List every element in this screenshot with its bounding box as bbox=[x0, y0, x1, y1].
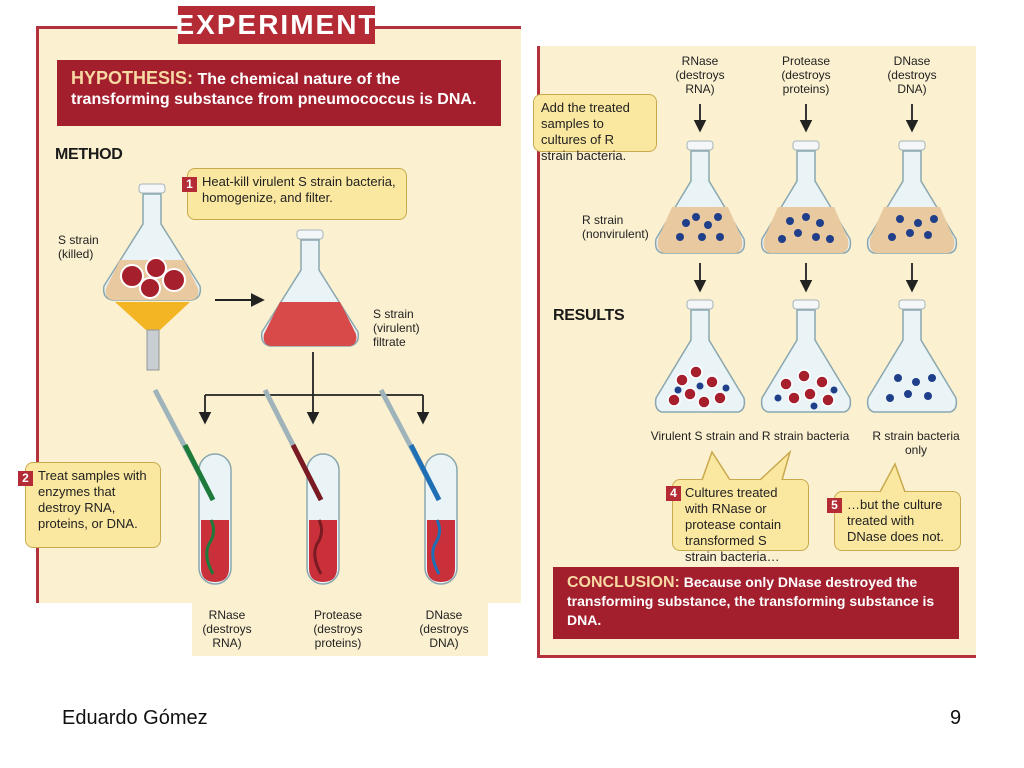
test-tube-protease bbox=[262, 388, 340, 585]
step-5-number: 5 bbox=[827, 498, 842, 513]
hypothesis-box: HYPOTHESIS: The chemical nature of the t… bbox=[57, 60, 501, 126]
step-1-callout: 1 Heat-kill virulent S strain bacteria, … bbox=[182, 168, 407, 220]
tube-label-rnase-line2: (destroys bbox=[202, 622, 252, 636]
step-1-text: Heat-kill virulent S strain bacteria, ho… bbox=[202, 174, 396, 205]
flask-label-rnase-line3: RNA) bbox=[685, 82, 715, 96]
method-heading: METHOD bbox=[55, 146, 123, 163]
filtrate-label-3: filtrate bbox=[373, 335, 406, 349]
filtrate-label-2: (virulent) bbox=[373, 321, 420, 335]
step-4-callout: 4 Cultures treated with RNase or proteas… bbox=[666, 479, 809, 564]
footer-page-number: 9 bbox=[950, 707, 962, 729]
step-5-text: …but the culture treated with DNase does… bbox=[847, 497, 944, 544]
result-flask-protease bbox=[760, 299, 852, 413]
s-strain-killed-label-1: S strain bbox=[58, 233, 99, 247]
step-1-number: 1 bbox=[182, 177, 197, 192]
step-3-callout: Add the treated samples to cultures of R… bbox=[533, 94, 657, 163]
s-strain-filtrate-label: S strain (virulent) filtrate bbox=[373, 307, 420, 349]
method-panel-lower bbox=[192, 598, 488, 656]
step-5-callout: 5 …but the culture treated with DNase do… bbox=[827, 491, 961, 551]
enzyme-arrows bbox=[693, 104, 919, 293]
flask-label-rnase-line2: (destroys bbox=[675, 68, 725, 82]
step-4-number: 4 bbox=[666, 486, 681, 501]
flask-label-dnase-line2: (destroys bbox=[887, 68, 937, 82]
r-strain-label: R strain (nonvirulent) bbox=[582, 213, 649, 241]
filtrate-label-1: S strain bbox=[373, 307, 414, 321]
hypothesis-lead: HYPOTHESIS: bbox=[71, 68, 194, 88]
flask-label-protease-name: Protease bbox=[781, 54, 831, 68]
r-culture-flask-dnase bbox=[866, 140, 958, 254]
footer-author: Eduardo Gómez bbox=[62, 707, 208, 729]
step-5-pointer bbox=[879, 462, 906, 493]
s-strain-killed-flask bbox=[102, 183, 202, 301]
tube-label-dnase: DNase (destroys DNA) bbox=[412, 608, 476, 650]
conclusion-lead: CONCLUSION: bbox=[567, 574, 680, 591]
step-2-number: 2 bbox=[18, 471, 33, 486]
flask-label-dnase-name: DNase bbox=[893, 54, 931, 68]
test-tube-rnase bbox=[152, 388, 232, 585]
s-strain-killed-label: S strain (killed) bbox=[58, 233, 99, 261]
r-strain-label-1: R strain bbox=[582, 213, 624, 227]
tube-label-protease: Protease (destroys proteins) bbox=[302, 608, 374, 650]
conclusion-box: CONCLUSION: Because only DNase destroyed… bbox=[553, 567, 959, 639]
tube-label-protease-name: Protease bbox=[313, 608, 363, 622]
flask-label-rnase: RNase (destroys RNA) bbox=[668, 54, 732, 96]
tube-label-protease-line3: proteins) bbox=[314, 636, 362, 650]
r-culture-flask-protease bbox=[760, 140, 852, 254]
s-strain-filtrate-flask bbox=[260, 229, 360, 347]
tube-label-protease-line2: (destroys bbox=[313, 622, 363, 636]
experiment-title: EXPERIMENT bbox=[175, 6, 376, 44]
distribution-arrows bbox=[198, 352, 430, 425]
tube-label-rnase-name: RNase bbox=[208, 608, 246, 622]
result-right-label-1: R strain bacteria bbox=[872, 429, 960, 443]
flask-label-protease-line2: (destroys bbox=[781, 68, 831, 82]
tube-label-dnase-line3: DNA) bbox=[429, 636, 459, 650]
r-culture-flask-rnase bbox=[654, 140, 746, 254]
result-right-label: R strain bacteria only bbox=[866, 429, 966, 457]
filter-stem bbox=[146, 329, 160, 371]
tube-label-dnase-name: DNase bbox=[425, 608, 463, 622]
flask-label-protease-line3: proteins) bbox=[782, 82, 830, 96]
tube-label-rnase-line3: RNA) bbox=[212, 636, 242, 650]
result-right-label-2: only bbox=[904, 443, 927, 457]
test-tube-dnase bbox=[378, 388, 458, 585]
results-heading: RESULTS bbox=[553, 307, 625, 324]
result-flask-rnase bbox=[654, 299, 746, 413]
flask-label-dnase-line3: DNA) bbox=[897, 82, 927, 96]
s-strain-killed-label-2: (killed) bbox=[58, 247, 94, 261]
flask-label-rnase-name: RNase bbox=[681, 54, 719, 68]
step-4-pointer bbox=[701, 449, 792, 481]
tube-label-dnase-line2: (destroys bbox=[419, 622, 469, 636]
tube-label-rnase: RNase (destroys RNA) bbox=[195, 608, 259, 650]
result-flask-dnase bbox=[866, 299, 958, 413]
step-3-text: Add the treated samples to cultures of R… bbox=[541, 100, 630, 163]
hypothesis-text: The chemical nature of the transforming … bbox=[71, 71, 477, 108]
conclusion-text: Because only DNase destroyed the transfo… bbox=[567, 574, 935, 628]
step-2-callout: 2 Treat samples with enzymes that destro… bbox=[18, 462, 161, 548]
step-4-text: Cultures treated with RNase or protease … bbox=[685, 485, 782, 564]
flask-label-dnase: DNase (destroys DNA) bbox=[880, 54, 944, 96]
r-strain-label-2: (nonvirulent) bbox=[582, 227, 649, 241]
result-left-label: Virulent S strain and R strain bacteria bbox=[650, 429, 850, 443]
flask-label-protease: Protease (destroys proteins) bbox=[770, 54, 842, 96]
filter-funnel bbox=[115, 302, 190, 330]
step-2-text: Treat samples with enzymes that destroy … bbox=[38, 468, 147, 531]
